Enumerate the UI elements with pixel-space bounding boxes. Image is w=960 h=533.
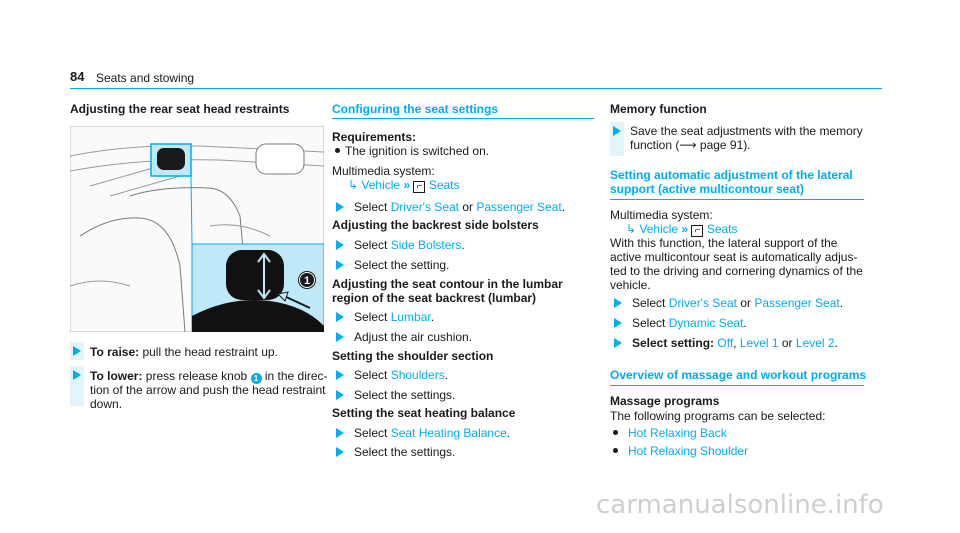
following-text: The following programs can be selected: [610,409,826,423]
step-arrow-icon [336,428,344,438]
left-heading: Adjusting the rear seat head restraints [70,102,290,116]
nav-path[interactable]: ↳ Vehicle » ⌐ Seats [348,178,460,193]
step-arrow-icon [614,298,622,308]
multimedia-label-2: Multimedia system: [610,208,713,222]
step-select-seat-2: Select Driver's Seat or Passenger Seat. [632,296,844,310]
turn-arrow-icon: ↳ [626,222,637,236]
memory-save-line2: function (⟶ page 91). [630,138,751,152]
watermark: carmanualsonline.info [596,490,884,520]
off-link[interactable]: Off [717,336,734,350]
overview-heading: Overview of massage and workout programs [610,368,867,382]
memory-heading: Memory function [610,102,707,116]
seat-icon: ⌐ [413,181,426,193]
header-rule [70,88,882,89]
section-title: Seats and stowing [96,71,195,85]
step-arrow-icon [336,202,344,212]
requirements-label: Requirements: [332,130,417,144]
requirement-item: The ignition is switched on. [345,144,490,158]
step-shoulders: Select Shoulders. [354,368,449,382]
step-arrow-icon [336,447,344,457]
dynamic-seat-link[interactable]: Dynamic Seat [668,316,744,330]
step-dynamic-seat: Select Dynamic Seat. [632,316,747,330]
drivers-seat-link[interactable]: Driver's Seat [390,200,459,214]
step-select-settings-2: Select the settings. [354,445,456,459]
bullet [335,148,340,153]
auto-heading-rule [610,199,864,200]
memory-save-line1: Save the seat adjustments with the memor… [630,124,863,138]
passenger-seat-link-2[interactable]: Passenger Seat [754,296,840,310]
passenger-seat-link[interactable]: Passenger Seat [476,200,562,214]
step-heating-balance: Select Seat Heating Balance. [354,426,511,440]
massage-heading: Massage programs [610,394,720,408]
step-raise: To raise: pull the head restraint up. [90,345,278,359]
subheading-heating: Setting the seat heating balance [332,406,516,420]
shoulders-link[interactable]: Shoulders [390,368,445,382]
step-lumbar: Select Lumbar. [354,310,435,324]
subheading-lumbar-2: region of the seat backrest (lumbar) [332,291,537,305]
step-arrow-icon [614,318,622,328]
middle-heading-rule [332,118,594,119]
side-bolsters-link[interactable]: Side Bolsters [390,238,462,252]
lumbar-link[interactable]: Lumbar [390,310,431,324]
step-adjust-air: Adjust the air cushion. [354,330,473,344]
bullet [613,448,618,453]
knob-label-1: 1 [304,275,310,287]
auto-heading-1: Setting automatic adjustment of the late… [610,168,853,182]
overview-heading-rule [610,385,864,386]
step-arrow-icon [613,126,621,136]
auto-heading-2: support (active multicontour seat) [610,182,805,196]
heating-balance-link[interactable]: Seat Heating Balance [390,426,507,440]
desc-line4: vehicle. [610,278,651,292]
step-arrow-icon [336,312,344,322]
page-reference-arrow-icon: ⟶ [679,138,697,152]
knob-1-icon: 1 [250,373,262,384]
turn-arrow-icon: ↳ [348,178,359,192]
step-select-seat: Select Driver's Seat or Passenger Seat. [354,200,566,214]
step-arrow-icon [336,240,344,250]
level-1-link[interactable]: Level 1 [739,336,779,350]
step-lower: To lower: press release knob 1 in the di… [90,369,328,384]
step-select-setting: Select the setting. [354,258,450,272]
program-hot-relaxing-back[interactable]: Hot Relaxing Back [628,426,727,440]
step-arrow-icon [336,370,344,380]
middle-heading: Configuring the seat settings [332,102,499,116]
step-arrow-icon [614,338,622,348]
step-lower-line2: tion of the arrow and push the head rest… [90,383,326,397]
drivers-seat-link-2[interactable]: Driver's Seat [668,296,737,310]
desc-line1: With this function, the lateral support … [610,236,838,250]
step-select-settings: Select the settings. [354,388,456,402]
double-chevron-icon: » [403,178,411,192]
step-arrow-icon [336,332,344,342]
multimedia-label: Multimedia system: [332,164,435,178]
nav-path-2[interactable]: ↳ Vehicle » ⌐ Seats [626,222,738,237]
desc-line3: ted to the driving and cornering dynamic… [610,264,863,278]
desc-line2: active multicontour seat is automaticall… [610,250,858,264]
bullet [613,430,618,435]
step-lower-line3: down. [90,397,123,411]
page-number: 84 [70,69,85,84]
subheading-shoulder: Setting the shoulder section [332,349,494,363]
step-arrow-icon [73,370,81,380]
double-chevron-icon: » [681,222,689,236]
step-select-level: Select setting: Off, Level 1 or Level 2. [632,336,838,350]
subheading-lumbar-1: Adjusting the seat contour in the lumbar [332,277,563,291]
head-restraint-illustration: 1 [70,126,324,332]
step-arrow-icon [336,260,344,270]
subheading-backrest: Adjusting the backrest side bolsters [332,218,539,232]
program-hot-relaxing-shoulder[interactable]: Hot Relaxing Shoulder [628,444,749,458]
step-arrow-icon [73,346,81,356]
step-side-bolsters: Select Side Bolsters. [354,238,465,252]
level-2-link[interactable]: Level 2 [795,336,835,350]
step-arrow-icon [336,390,344,400]
